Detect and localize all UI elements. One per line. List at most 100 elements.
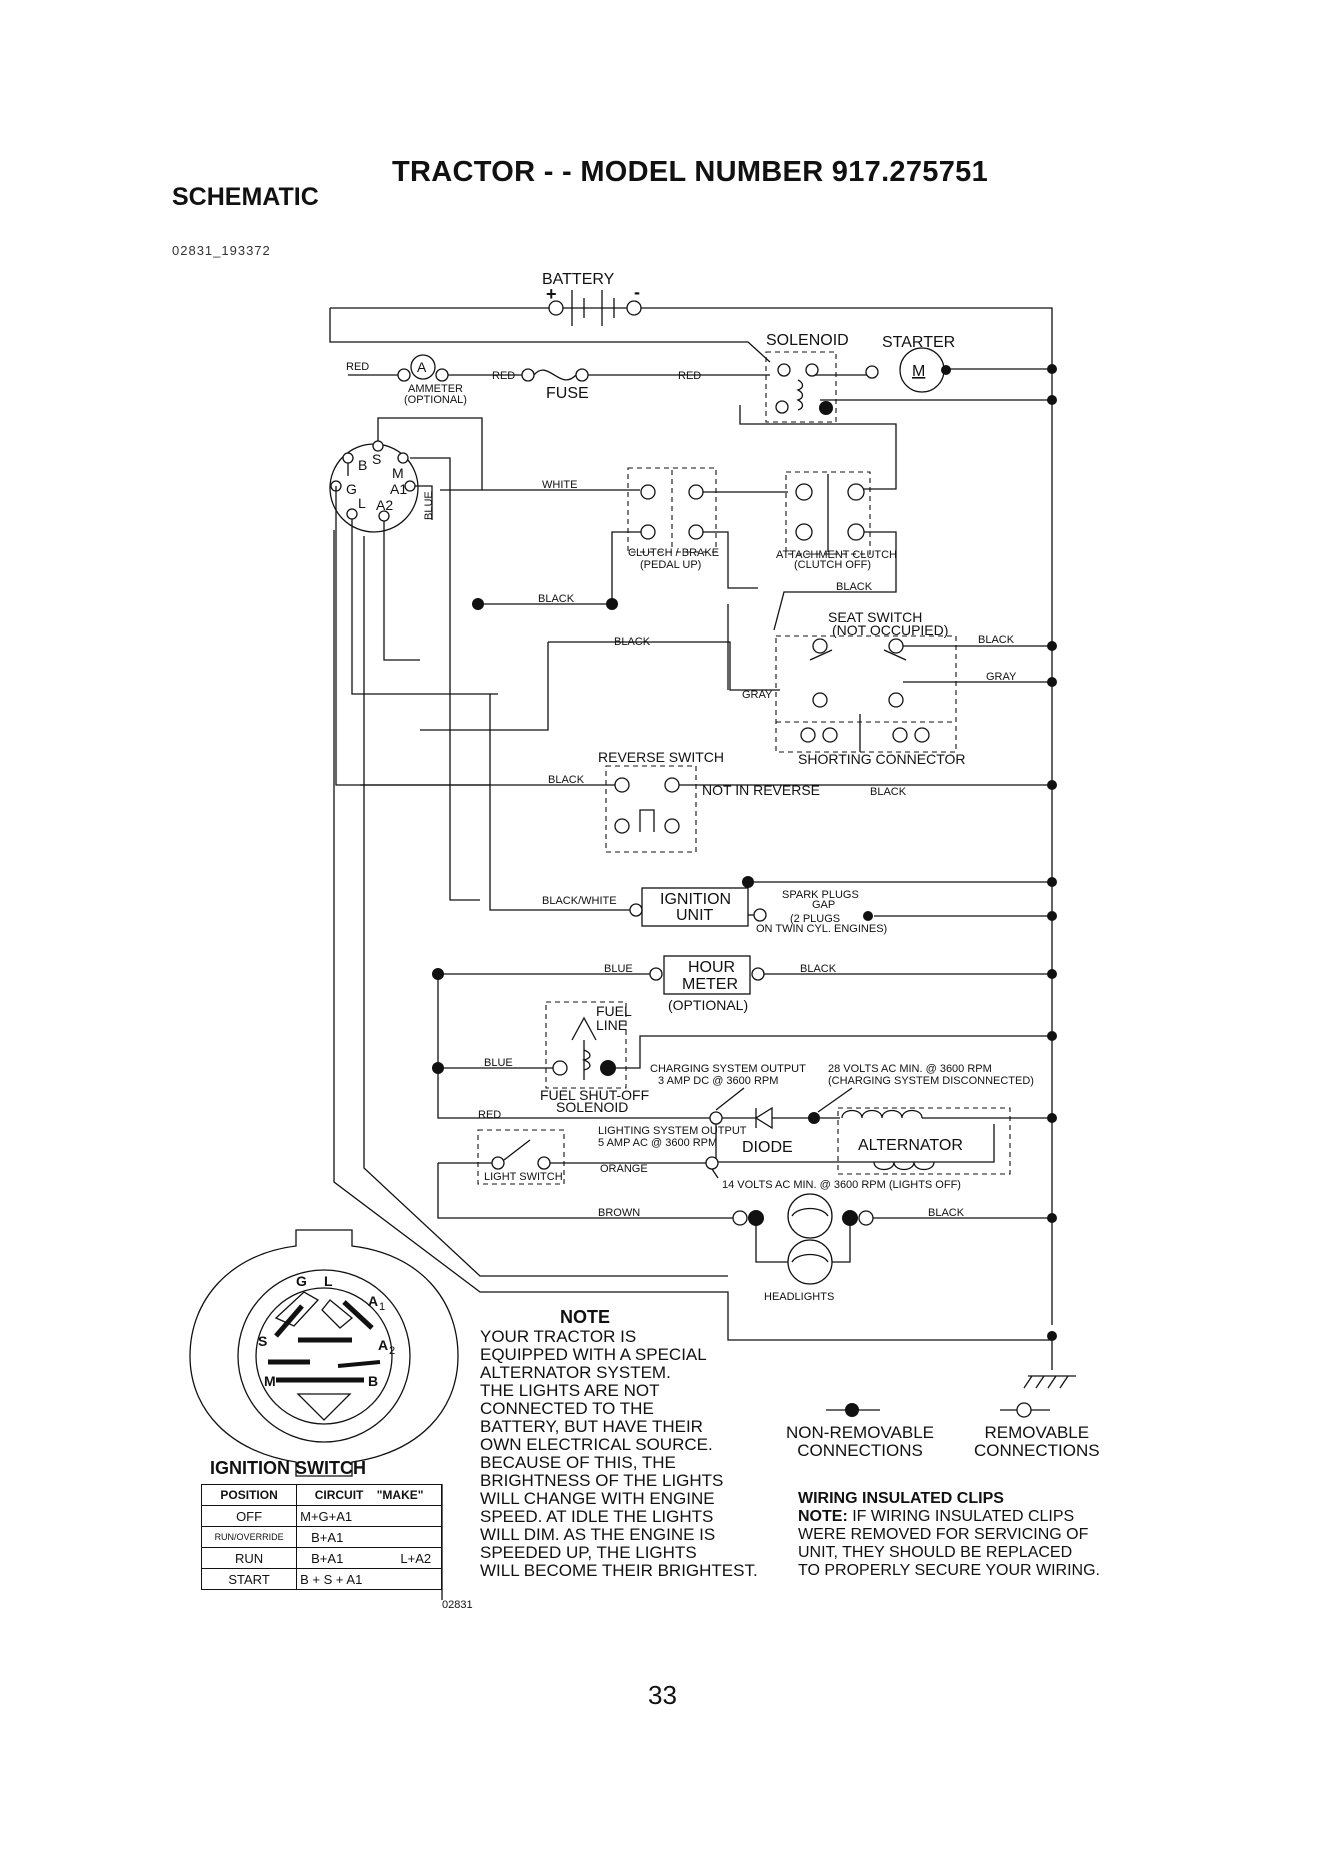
section-title: SCHEMATIC (172, 183, 319, 211)
connection-legend (826, 1402, 1050, 1418)
page-title: TRACTOR - - MODEL NUMBER 917.275751 (392, 156, 989, 188)
hour-meter-label-2: METER (682, 976, 738, 993)
alternator-label: ALTERNATOR (858, 1137, 963, 1154)
lighting-amp-label: 5 AMP AC @ 3600 RPM (598, 1137, 717, 1149)
note-line: BRIGHTNESS OF THE LIGHTS (480, 1471, 724, 1490)
battery-symbol: BATTERY + - (542, 271, 642, 326)
plugs-note: (2 PLUGS (790, 913, 840, 925)
table-row: RUN/OVERRIDE B+A1 (200, 1526, 442, 1548)
note-line: SPEEDED UP, THE LIGHTS (480, 1543, 697, 1562)
ignition-switch-table: POSITION CIRCUIT "MAKE" OFF M+G+A1 RUN/O… (200, 1484, 442, 1590)
ignition-switch-schematic: B S M G A1 L A2 (329, 417, 1052, 1341)
wire-black-5: BLACK (548, 774, 585, 786)
row-position: RUN/OVERRIDE (200, 1526, 298, 1548)
legend-non-removable: NON-REMOVABLE CONNECTIONS (786, 1424, 934, 1460)
legend-non-removable-line-1: NON-REMOVABLE (786, 1423, 934, 1442)
clips-line: UNIT, THEY SHOULD BE REPLACED (798, 1544, 1073, 1561)
wire-black-3: BLACK (614, 636, 651, 648)
row-circuit: B+A1 (296, 1526, 391, 1548)
headlights-label: HEADLIGHTS (764, 1291, 834, 1303)
wire-orange: ORANGE (600, 1163, 648, 1175)
seat-switch-wires: BLACK BLACK GRAY (420, 593, 780, 731)
table-row: OFF M+G+A1 (200, 1505, 442, 1527)
row-circuit: B+A1 (296, 1547, 391, 1569)
ign-term-m: M (392, 465, 404, 481)
table-row: RUN B+A1 L+A2 (200, 1547, 442, 1569)
fuse-label: FUSE (546, 385, 589, 402)
ign-term-g: G (346, 481, 357, 497)
header-position: POSITION (200, 1484, 298, 1506)
face-term-a2: A (378, 1337, 388, 1353)
face-term-a1: A (368, 1293, 378, 1309)
legend-removable: REMOVABLE CONNECTIONS (974, 1424, 1100, 1460)
diode-label: DIODE (742, 1139, 793, 1156)
row-make (390, 1505, 442, 1527)
battery-positive: + (546, 284, 557, 304)
fuel-shutoff-solenoid: FUEL LINE BLUE FUEL SHUT-OFF SOLENOID RE… (432, 1001, 1057, 1121)
attachment-clutch-state: (CLUTCH OFF) (794, 559, 871, 571)
note-line: ALTERNATOR SYSTEM. (480, 1363, 671, 1382)
legend-removable-line-2: CONNECTIONS (974, 1441, 1100, 1460)
wiring-clips-note: WIRING INSULATED CLIPS NOTE: IF WIRING I… (798, 1490, 1100, 1580)
wire-black-7: BLACK (800, 963, 837, 975)
clips-heading: WIRING INSULATED CLIPS (798, 1490, 1004, 1507)
charging-output-label: CHARGING SYSTEM OUTPUT (650, 1063, 806, 1075)
face-term-s: S (258, 1333, 267, 1349)
row-circuit: B + S + A1 (296, 1568, 391, 1590)
twin-note: ON TWIN CYL. ENGINES) (756, 923, 887, 935)
table-header-row: POSITION CIRCUIT "MAKE" (200, 1484, 442, 1506)
note-line: SPEED. AT IDLE THE LIGHTS (480, 1507, 714, 1526)
wire-gray-1: GRAY (742, 689, 773, 701)
gap-label: GAP (812, 899, 835, 911)
starter-m: M (912, 363, 925, 380)
ignition-switch-title: IGNITION SWITCH (210, 1458, 366, 1478)
attachment-clutch-switch: ATTACHMENT CLUTCH (CLUTCH OFF) BLACK (773, 471, 897, 631)
fuel-shutoff-label-1: FUEL SHUT-OFF (540, 1087, 649, 1103)
ignition-unit-label-2: UNIT (676, 907, 714, 924)
note-heading: NOTE (559, 1307, 610, 1327)
document-id: 02831_193372 (172, 243, 271, 258)
wire-black-white: BLACK/WHITE (542, 895, 617, 907)
seat-switch-label: SEAT SWITCH (828, 609, 922, 625)
row-position: OFF (200, 1505, 298, 1527)
row-circuit: M+G+A1 (296, 1505, 391, 1527)
ammeter-optional: (OPTIONAL) (404, 394, 467, 406)
face-term-g: G (296, 1273, 307, 1289)
starter-symbol: STARTER M (865, 334, 1057, 405)
row-position: RUN (200, 1547, 298, 1569)
hour-meter-optional: (OPTIONAL) (668, 997, 748, 1013)
wire-black-8: BLACK (928, 1207, 965, 1219)
volts-28-label: 28 VOLTS AC MIN. @ 3600 RPM (828, 1063, 992, 1075)
fuse-symbol: FUSE RED (521, 368, 701, 402)
frame-wires (329, 307, 1053, 1325)
note-line: THE LIGHTS ARE NOT (480, 1381, 660, 1400)
wire-red-1: RED (346, 361, 369, 373)
light-switch-label: LIGHT SWITCH (484, 1171, 563, 1183)
clips-line: TO PROPERLY SECURE YOUR WIRING. (798, 1562, 1100, 1579)
ign-term-a2: A2 (376, 497, 393, 513)
note-line: CONNECTED TO THE (480, 1399, 654, 1418)
solenoid-symbol: SOLENOID (765, 332, 849, 423)
clips-line: NOTE: IF WIRING INSULATED CLIPS (798, 1508, 1100, 1526)
reverse-state: NOT IN REVERSE (702, 782, 820, 798)
ammeter-label: AMMETER (408, 383, 463, 395)
clips-note-label: NOTE: (798, 1508, 848, 1525)
wire-red-fuel: RED (478, 1109, 501, 1121)
ref-code: 02831 (442, 1599, 473, 1611)
page-number: 33 (648, 1680, 677, 1710)
row-make (390, 1526, 442, 1548)
clutch-brake-switch: WHITE CLUTCH / BRAKE (PEDAL UP) (478, 467, 788, 605)
wire-blue-vertical: BLUE (423, 491, 435, 520)
clutch-brake-label: CLUTCH / BRAKE (628, 547, 719, 559)
row-position: START (200, 1568, 298, 1590)
volts-14-label: 14 VOLTS AC MIN. @ 3600 RPM (LIGHTS OFF) (722, 1179, 961, 1191)
seat-switch: SEAT SWITCH (NOT OCCUPIED) BLACK GRAY SH… (775, 609, 1057, 767)
wire-blue-2: BLUE (484, 1057, 513, 1069)
face-term-l: L (324, 1273, 333, 1289)
legend-removable-line-1: REMOVABLE (984, 1423, 1090, 1442)
starter-label: STARTER (882, 334, 955, 351)
clips-line: WERE REMOVED FOR SERVICING OF (798, 1526, 1089, 1543)
legend-non-removable-line-2: CONNECTIONS (797, 1441, 923, 1460)
fuel-line-label-1: FUEL (596, 1003, 632, 1019)
